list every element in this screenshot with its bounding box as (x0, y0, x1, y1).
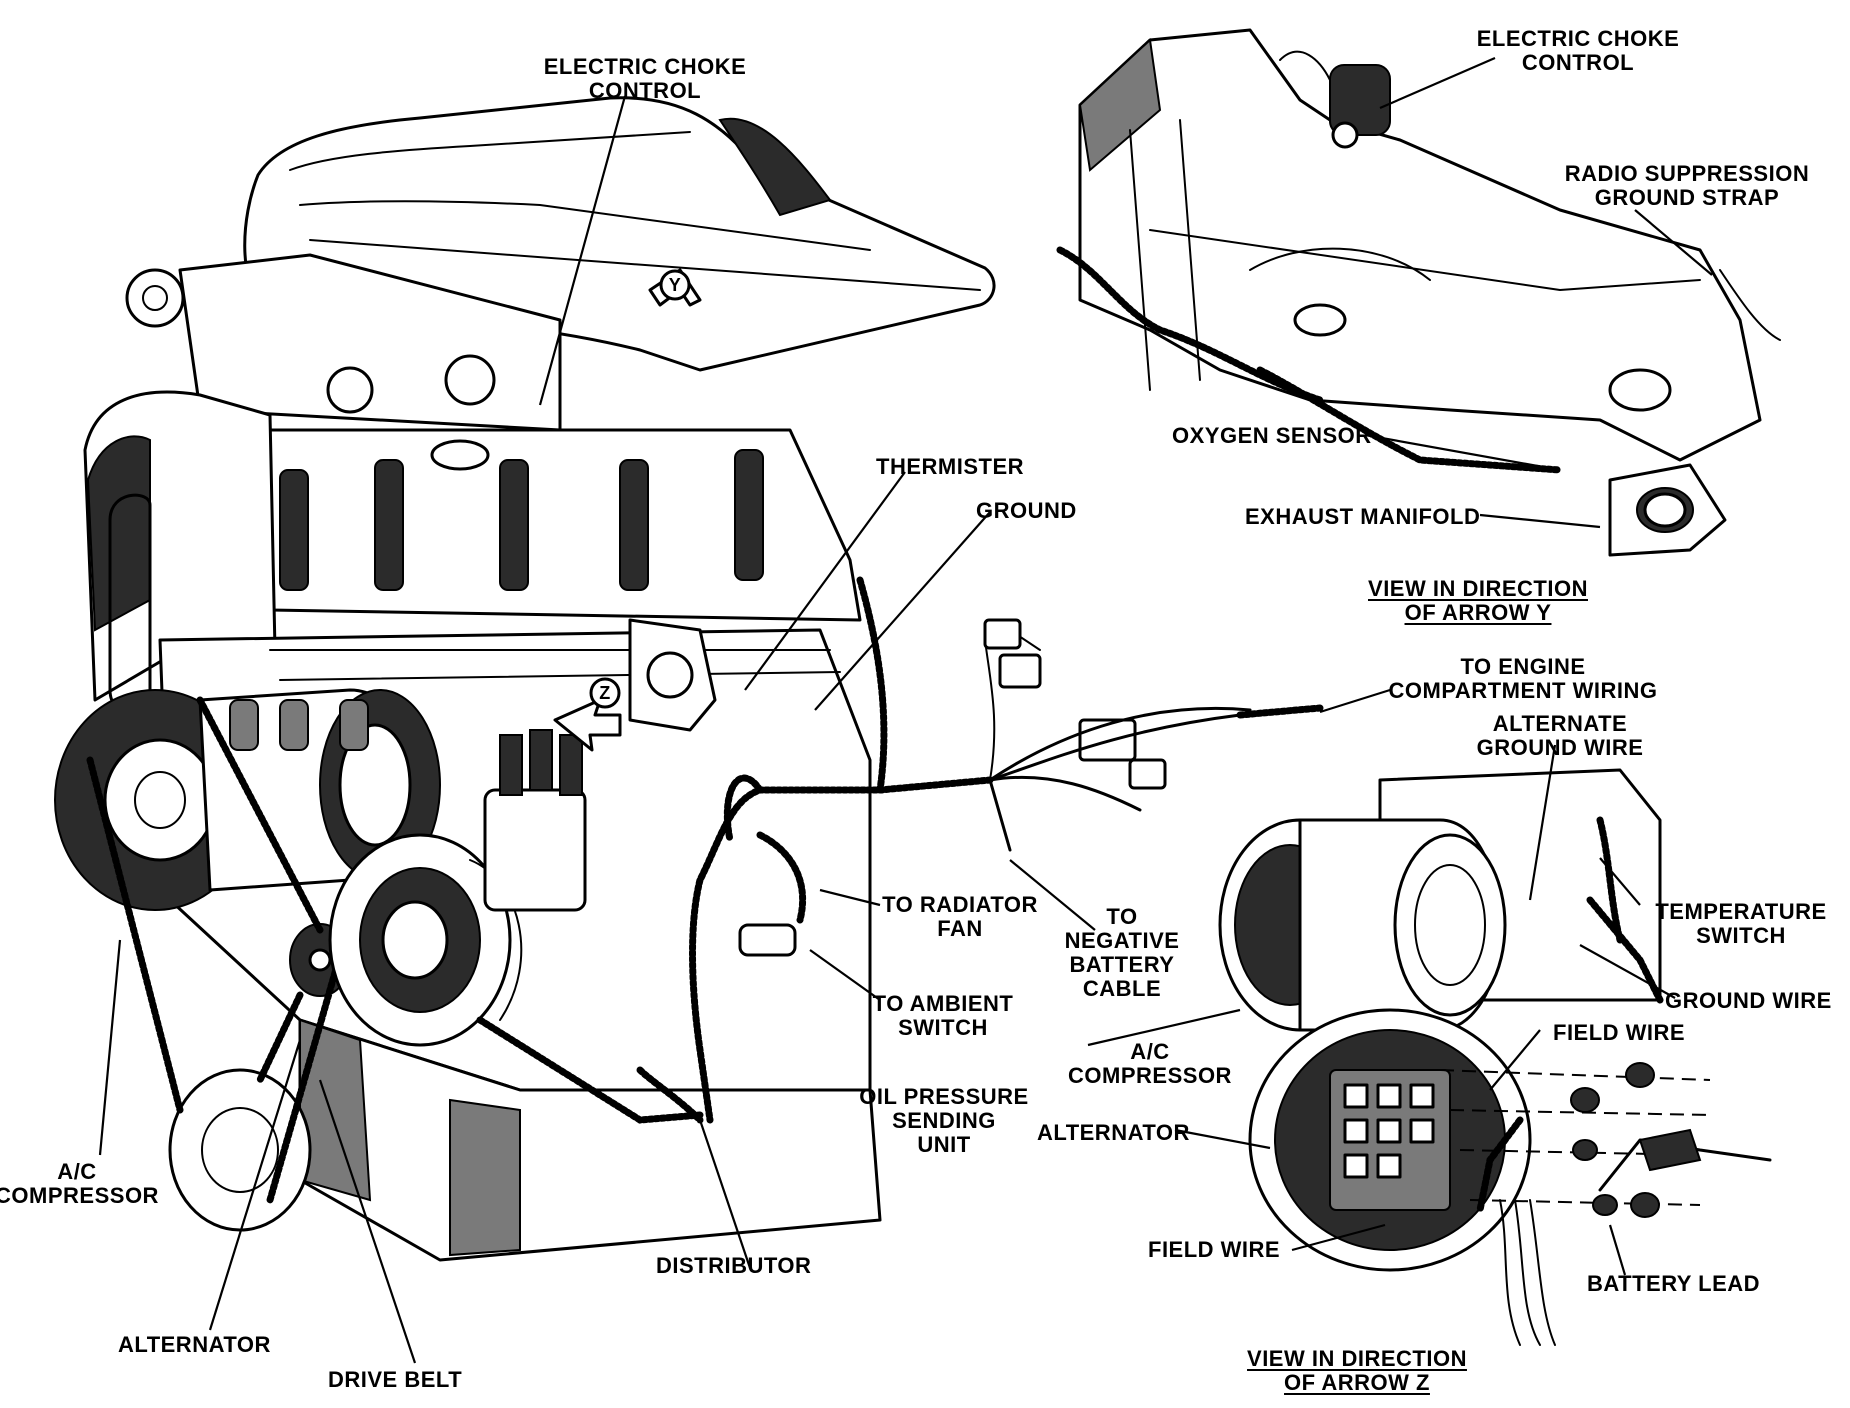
distributor-unit (483, 729, 587, 912)
label-oxygen-sensor: OXYGEN SENSOR (1172, 423, 1372, 448)
label-view-arrow-y: VIEW IN DIRECTION OF ARROW Y (1368, 576, 1588, 625)
air-cleaner-shade (718, 117, 832, 217)
label-drive-belt: DRIVE BELT (328, 1367, 463, 1392)
label-ground-wire: GROUND WIRE (1665, 988, 1832, 1013)
alternator-main (328, 833, 523, 1047)
drive-belt-path (86, 696, 354, 1204)
ac-compressor-pulley (54, 688, 441, 911)
throttle-pulley (125, 268, 185, 328)
view-z-alternator (1248, 1008, 1532, 1272)
label-battery-lead: BATTERY LEAD (1587, 1271, 1761, 1296)
arrow-z-marker (553, 677, 622, 752)
label-exhaust-manifold: EXHAUST MANIFOLD (1245, 504, 1481, 529)
label-ac-compressor-left: A/C COMPRESSOR (0, 1159, 159, 1208)
label-to-ambient-switch: TO AMBIENT SWITCH (872, 991, 1014, 1040)
label-field-wire-lower: FIELD WIRE (1148, 1237, 1281, 1262)
label-thermister: THERMISTER (876, 454, 1024, 479)
label-temperature-switch: TEMPERATURE SWITCH (1655, 899, 1827, 948)
arrow-y-marker-letter: Y (668, 275, 682, 295)
engine-wiring-harness (636, 576, 994, 1124)
view-y-choke-control (1329, 64, 1391, 149)
label-electric-choke-control-main: ELECTRIC CHOKE CONTROL (543, 54, 747, 103)
view-z-terminal-hardware (1439, 1062, 1772, 1218)
label-oil-pressure-sending-unit: OIL PRESSURE SENDING UNIT (859, 1084, 1029, 1157)
engine-illustration (54, 96, 1324, 1262)
arrow-y-marker (648, 268, 702, 307)
label-radio-suppression-ground-strap: RADIO SUPPRESSION GROUND STRAP (1564, 161, 1810, 210)
label-alternator-left: ALTERNATOR (118, 1332, 271, 1357)
view-z-illustration (1218, 768, 1772, 1346)
leader-lines (98, 56, 1713, 1364)
label-to-radiator-fan: TO RADIATOR FAN (882, 892, 1038, 941)
label-view-arrow-z: VIEW IN DIRECTION OF ARROW Z (1247, 1346, 1467, 1395)
label-ground: GROUND (976, 498, 1077, 523)
valve-cover (263, 428, 862, 622)
view-y-manifold (1078, 28, 1762, 462)
label-alternator-right: ALTERNATOR (1037, 1120, 1190, 1145)
label-ac-compressor-right: A/C COMPRESSOR (1068, 1039, 1232, 1088)
oil-pressure-sender (738, 923, 797, 957)
arrow-z-marker-letter: Z (599, 683, 611, 703)
view-z-ac-compressor (1218, 818, 1507, 1032)
label-electric-choke-control-y: ELECTRIC CHOKE CONTROL (1476, 26, 1680, 75)
label-to-negative-battery-cable: TO NEGATIVE BATTERY CABLE (1064, 904, 1180, 1001)
label-distributor: DISTRIBUTOR (656, 1253, 812, 1278)
label-to-engine-compartment-wiring: TO ENGINE COMPARTMENT WIRING (1388, 654, 1658, 703)
label-field-wire-upper: FIELD WIRE (1553, 1020, 1686, 1045)
harness-connector-group (983, 618, 1324, 852)
valve-cover-ribs (279, 449, 764, 591)
label-alternate-ground-wire: ALTERNATE GROUND WIRE (1476, 711, 1644, 760)
view-y-illustration (1056, 28, 1781, 557)
